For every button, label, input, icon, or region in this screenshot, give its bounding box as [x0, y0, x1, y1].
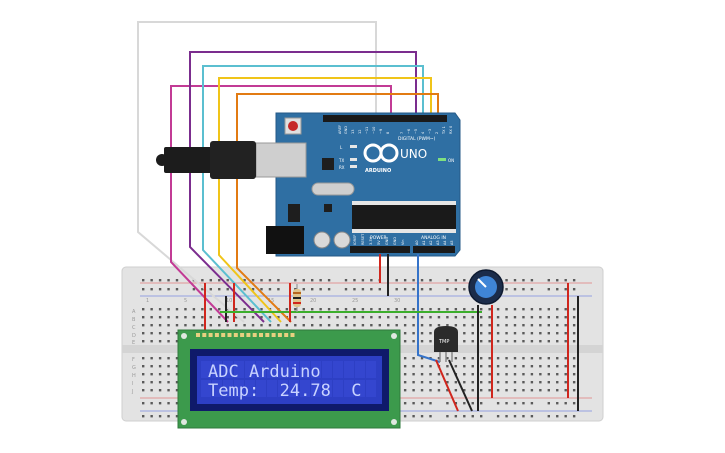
pin-a4: A4 — [443, 240, 447, 245]
digital-header-label: DIGITAL (PWM~) — [398, 136, 436, 142]
led-l-label: L — [340, 145, 343, 150]
atmega-chip — [352, 205, 456, 229]
col-label-5: 5 — [184, 298, 187, 304]
row-label-f: F — [132, 357, 135, 363]
pin-5v: 5V — [377, 240, 381, 245]
resistor[interactable] — [293, 284, 301, 312]
analog-header-label: ANALOG IN — [421, 235, 446, 241]
wire-yellow — [218, 77, 432, 323]
pin-2: 2 — [435, 132, 439, 134]
wire-tmp-black — [448, 359, 473, 412]
usb-connector — [255, 142, 307, 178]
pin-7: 7 — [400, 132, 404, 134]
wire-purple — [189, 51, 417, 323]
led-tx-label: TX — [338, 158, 344, 163]
pin-a1: A1 — [422, 240, 426, 245]
wire-cyan — [202, 65, 424, 323]
pin-vin: Vin — [401, 239, 405, 245]
lcd-line-1: ADC Arduino — [208, 362, 321, 382]
pin-6: ~6 — [407, 129, 411, 134]
power-wires[interactable] — [379, 254, 441, 363]
wire-white — [137, 21, 377, 323]
pin-13: 13 — [351, 130, 355, 134]
row-label-c: C — [132, 325, 136, 331]
temperature-sensor[interactable]: TMP — [434, 326, 458, 362]
pin-a0: A0 — [415, 240, 419, 245]
row-label-b: B — [132, 317, 136, 323]
power-pin-labels: IOREF RESET 3.3V 5V GND GND Vin — [353, 233, 405, 245]
row-label-h: H — [132, 373, 136, 379]
digital-header[interactable] — [323, 115, 447, 122]
lcd-character-cells — [201, 361, 376, 397]
breadboard-row-labels: A B C D E F G H I J — [131, 309, 136, 395]
col-label-20: 20 — [310, 298, 316, 304]
col-label-30: 30 — [394, 298, 400, 304]
pin-12: 12 — [358, 130, 362, 134]
arduino-logo: UNO ARDUINO — [363, 143, 427, 174]
lcd-pin-header — [196, 333, 295, 337]
potentiometer[interactable] — [468, 269, 504, 305]
digital-pin-labels: AREF GND 13 12 ~11 ~10 ~9 8 7 ~6 ~5 4 ~3… — [338, 125, 453, 135]
row-label-j: J — [131, 389, 133, 395]
pin-reset: RESET — [361, 233, 365, 245]
row-label-a: A — [132, 309, 136, 315]
uno-label: UNO — [400, 147, 427, 161]
pin-8: 8 — [386, 132, 390, 134]
led-rx-label: RX — [339, 165, 345, 170]
power-header-label: POWER — [370, 235, 387, 241]
pin-gnd-1: GND — [385, 237, 389, 245]
pin-9: ~9 — [379, 129, 383, 134]
analog-header[interactable] — [413, 246, 455, 253]
wire-magenta — [170, 85, 392, 323]
row-label-e: E — [132, 340, 135, 346]
wire-orange — [236, 93, 439, 323]
pin-3v3: 3.3V — [369, 236, 373, 245]
wire-tmp-red — [435, 359, 459, 412]
pin-gnd: GND — [344, 126, 348, 134]
row-label-i: I — [132, 381, 133, 387]
pin-aref: AREF — [338, 125, 342, 134]
col-label-10: 10 — [226, 298, 232, 304]
on-label: ON — [448, 158, 454, 163]
pin-a5: A5 — [450, 240, 454, 245]
arduino-uno[interactable]: UNO ARDUINO L TX RX ON DIGITAL (PWM~) PO… — [255, 112, 461, 257]
pin-a3: A3 — [436, 240, 440, 245]
pin-tx1: TX 1 — [442, 126, 446, 135]
power-header[interactable] — [350, 246, 410, 253]
brand-label: ARDUINO — [365, 168, 391, 174]
pin-ioref: IOREF — [353, 235, 357, 245]
pin-4: 4 — [421, 131, 425, 134]
analog-pin-labels: A0 A1 A2 A3 A4 A5 — [415, 240, 454, 245]
row-label-g: G — [132, 365, 136, 371]
potentiometer-knob-indicator — [477, 278, 487, 288]
col-label-25: 25 — [352, 298, 358, 304]
pin-a2: A2 — [429, 240, 433, 245]
lcd-line-2: Temp: 24.78 C — [208, 381, 362, 401]
pin-11: ~11 — [365, 127, 369, 134]
pin-rx0: RX 0 — [449, 126, 453, 134]
pin-5: ~5 — [414, 129, 418, 134]
usb-cable — [156, 141, 256, 179]
on-led — [438, 158, 446, 161]
power-jack — [266, 226, 304, 254]
lcd-module[interactable]: ADC Arduino Temp: 24.78 C — [177, 329, 401, 429]
pin-3: ~3 — [428, 129, 432, 134]
pin-10: ~10 — [372, 127, 376, 134]
lcd-wires[interactable] — [137, 21, 439, 323]
wire-a0-blue — [417, 254, 441, 363]
sensor-label: TMP — [438, 339, 449, 345]
col-label-1: 1 — [146, 298, 149, 304]
row-label-d: D — [132, 333, 136, 339]
pin-gnd-2: GND — [393, 237, 397, 245]
